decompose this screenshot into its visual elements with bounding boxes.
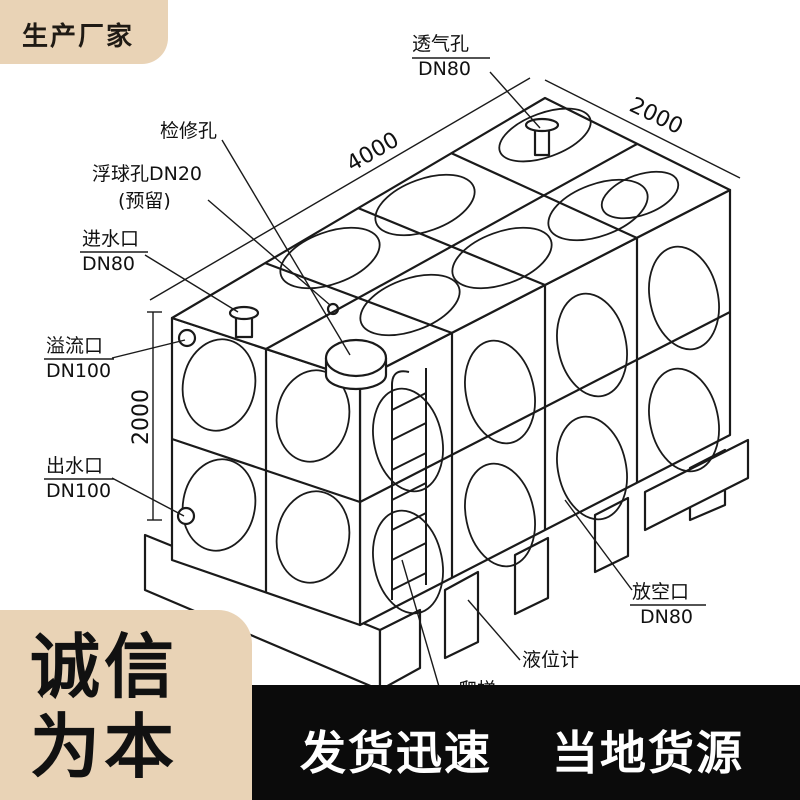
manhole-cover: [324, 338, 388, 391]
float-note-label: (预留): [118, 190, 171, 212]
drain-size-label: DN80: [640, 606, 693, 628]
vent-size-label: DN80: [418, 58, 471, 80]
manufacturer-badge: 生产厂家: [0, 0, 168, 64]
overflow-label: 溢流口: [46, 335, 103, 357]
leader-lines: [111, 71, 633, 691]
drain-label: 放空口: [632, 581, 689, 603]
level-gauge-label: 液位计: [522, 649, 579, 671]
banner-left-text: 发货迅速: [300, 726, 492, 780]
overflow-size-label: DN100: [46, 360, 111, 382]
dimension-lines: [147, 77, 741, 521]
slogan-line-1: 诚信: [30, 626, 178, 708]
outlet-label: 出水口: [46, 455, 103, 477]
outlet-port: [176, 506, 196, 526]
inlet-label: 进水口: [82, 228, 139, 250]
inlet-size-label: DN80: [82, 253, 135, 275]
float-hole-label: 浮球孔DN20: [92, 163, 202, 185]
overflow-port: [177, 328, 197, 348]
banner-right-text: 当地货源: [552, 726, 744, 780]
vent-label: 透气孔: [412, 33, 469, 55]
height-dimension: 2000: [129, 389, 154, 445]
outlet-size-label: DN100: [46, 480, 111, 502]
tank-right-face: [358, 188, 732, 627]
manufacturer-badge-text: 生产厂家: [22, 22, 135, 52]
base-beams: [143, 438, 750, 692]
slogan-line-2: 为本: [30, 706, 178, 788]
ladder: [391, 368, 427, 600]
vent-pipe: [524, 117, 560, 157]
manhole-label: 检修孔: [160, 120, 217, 142]
width-dimension: 2000: [625, 93, 686, 140]
tank-front-face: [170, 316, 362, 627]
inlet-pipe: [228, 305, 260, 339]
float-hole: [326, 302, 340, 316]
tank-top-face: [170, 96, 732, 382]
bottom-banner: 发货迅速 当地货源: [252, 685, 800, 800]
slogan-block: 诚信 为本: [0, 610, 252, 800]
